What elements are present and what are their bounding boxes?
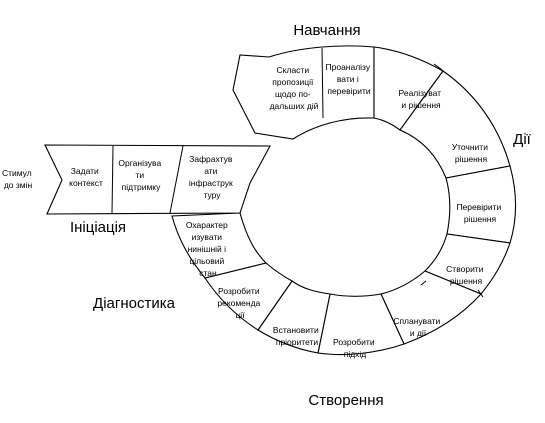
initiating-band (44, 144, 271, 215)
label-set-context: Задати контекст (69, 166, 103, 188)
label-refine-solution: Уточнити рішення (452, 142, 491, 164)
label-pilot-test: Перевірити рішення (456, 202, 503, 224)
label-set-priorities: Встановити пріоритети (273, 325, 321, 347)
label-develop-approach: Розробити підхід (333, 337, 377, 359)
phase-learning: Навчання (293, 22, 360, 39)
seam-tick-3 (477, 289, 484, 298)
label-build-support: Організува ти підтримку (118, 158, 163, 192)
learning-divider (321, 47, 324, 119)
initiating-divider-1 (111, 145, 114, 214)
label-create-solution: Створити рішення (446, 264, 486, 286)
initiating-arrow (44, 144, 271, 215)
phase-establishing: Створення (308, 392, 383, 409)
phase-initiating: Ініціація (70, 219, 126, 236)
segment-characterize-states (171, 212, 268, 279)
label-analyze-validate: Проаналізу вати і перевірити (326, 62, 373, 96)
label-propose-future: Скласти пропозиції щодо по- дальших дій (270, 65, 319, 111)
seam-tick-1 (433, 63, 444, 72)
phase-acting: Дії (513, 131, 531, 148)
phase-diagnosing: Діагностика (93, 295, 176, 312)
step-labels: Стимул до змін Задати контекст Організув… (2, 62, 503, 359)
seam-tick-2 (420, 280, 427, 286)
label-develop-recommendations: Розробити рекоменда ції (217, 286, 262, 320)
learning-arrow (232, 45, 375, 140)
cycle-ring (204, 46, 517, 356)
label-characterize-states: Охарактер изувати нинішній і цільовий ст… (186, 220, 230, 278)
label-plan-actions: Спланувати и дії (393, 316, 442, 338)
phase-labels: Навчання Дії Створення Діагностика Ініці… (70, 22, 532, 409)
initiating-divider-2 (169, 145, 184, 214)
label-implement-solution: Реалізуват и рішення (399, 88, 444, 110)
label-stimulus: Стимул до змін (2, 168, 34, 190)
label-charter-infrastructure: Зафрахтув ати інфраструк туру (189, 154, 235, 200)
